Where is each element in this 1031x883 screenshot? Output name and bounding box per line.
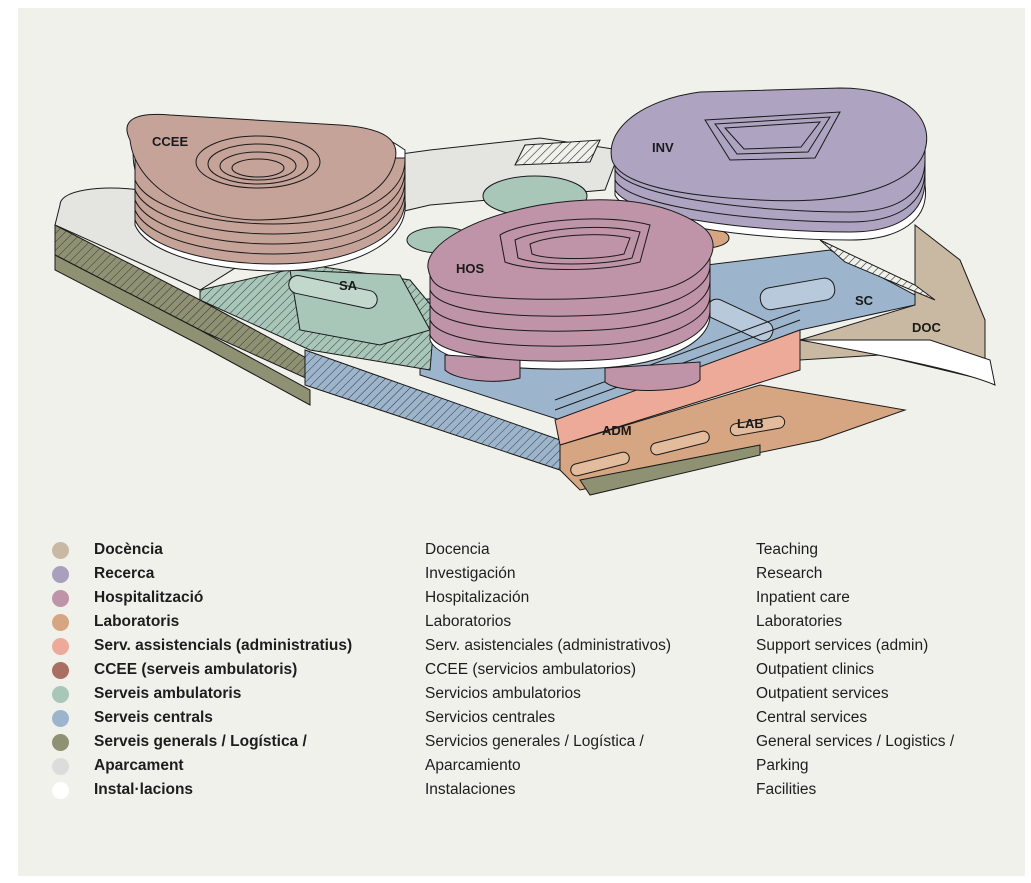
legend-label-en: Teaching — [756, 541, 819, 558]
legend-item-outpatient-services: Serveis ambulatoris Servicios ambulatori… — [52, 684, 1031, 708]
lab-olive-strip — [579, 444, 761, 496]
parking-ramp-hatched — [514, 139, 601, 166]
lab-slot-2 — [650, 430, 710, 456]
legend-item-general-services: Serveis generals / Logística / Servicios… — [52, 732, 1031, 756]
legend-swatch-icon — [52, 662, 69, 679]
legend-label-ca: Instal·lacions — [94, 781, 194, 798]
legend-label-es: Servicios ambulatorios — [425, 685, 581, 702]
legend-label-en: Facilities — [756, 781, 817, 798]
legend-label-es: Serv. asistenciales (administrativos) — [425, 637, 672, 654]
legend-label-es: Docencia — [425, 541, 490, 558]
hos-lower-drum-right — [604, 361, 701, 391]
legend-label-en: Outpatient clinics — [756, 661, 875, 678]
teaching-hatched-edge — [819, 239, 936, 301]
legend-label-en: Research — [756, 565, 823, 582]
legend-label-en: Outpatient services — [756, 685, 889, 702]
legend-item-teaching: Docència Docencia Teaching — [52, 540, 1031, 564]
zone-label-inv: INV — [652, 140, 674, 155]
zone-label-adm: ADM — [602, 423, 632, 438]
legend-swatch-icon — [52, 710, 69, 727]
legend-label-en: Central services — [756, 709, 868, 726]
zone-label-lab: LAB — [737, 416, 764, 431]
legend-label-es: Aparcamiento — [425, 757, 521, 774]
legend-swatch-icon — [52, 782, 69, 799]
legend-swatch-icon — [52, 566, 69, 583]
legend-item-support-admin: Serv. assistencials (administratius) Ser… — [52, 636, 1031, 660]
general-services-band — [54, 254, 311, 406]
facilities-curve — [799, 339, 996, 386]
legend-swatch-icon — [52, 542, 69, 559]
legend-label-es: Laboratorios — [425, 613, 512, 630]
legend-label-es: CCEE (servicios ambulatorios) — [425, 661, 637, 678]
legend-swatch-icon — [52, 638, 69, 655]
legend-swatch-icon — [52, 614, 69, 631]
lab-slot-3 — [729, 415, 786, 437]
legend-label-es: Hospitalización — [425, 589, 530, 606]
zone-label-ccee: CCEE — [152, 134, 188, 149]
legend-item-central-services: Serveis centrals Servicios centrales Cen… — [52, 708, 1031, 732]
legend-item-parking: Aparcament Aparcamiento Parking — [52, 756, 1031, 780]
legend-swatch-icon — [52, 758, 69, 775]
legend-item-outpatient-clinics: CCEE (serveis ambulatoris) CCEE (servici… — [52, 660, 1031, 684]
legend-label-en: Parking — [756, 757, 809, 774]
legend-item-research: Recerca Investigación Research — [52, 564, 1031, 588]
legend-label-ca: Serveis ambulatoris — [94, 685, 242, 702]
legend-label-es: Servicios centrales — [425, 709, 556, 726]
legend-label-es: Investigación — [425, 565, 516, 582]
legend-label-ca: Recerca — [94, 565, 155, 582]
zone-label-hos: HOS — [456, 261, 485, 276]
legend-label-ca: Hospitalització — [94, 589, 204, 606]
outpatient-slot — [288, 275, 378, 309]
legend-label-es: Instalaciones — [425, 781, 516, 798]
laboratories-block — [559, 384, 907, 491]
legend-label-en: Laboratories — [756, 613, 843, 630]
central-services-slot-1 — [759, 277, 836, 311]
legend-label-ca: Laboratoris — [94, 613, 180, 630]
legend-swatch-icon — [52, 686, 69, 703]
building-axonometric-diagram: CCEE INV HOS SA SC DOC ADM LAB — [54, 87, 996, 496]
hos-lower-drum-left — [444, 354, 521, 382]
legend-label-ca: Serveis centrals — [94, 709, 213, 726]
lab-slot-1 — [570, 451, 630, 477]
legend-item-laboratories: Laboratoris Laboratorios Laboratories — [52, 612, 1031, 636]
zone-label-sc: SC — [855, 293, 874, 308]
legend-item-facilities: Instal·lacions Instalaciones Facilities — [52, 780, 1031, 804]
legend-label-ca: CCEE (serveis ambulatoris) — [94, 661, 298, 678]
legend-label-en: Support services (admin) — [756, 637, 929, 654]
legend-label-ca: Docència — [94, 541, 163, 558]
legend-label-ca: Serv. assistencials (administratius) — [94, 637, 353, 654]
legend-label-en: Inpatient care — [756, 589, 850, 606]
zone-label-doc: DOC — [912, 320, 942, 335]
legend-item-inpatient: Hospitalització Hospitalización Inpatien… — [52, 588, 1031, 612]
legend-swatch-icon — [52, 590, 69, 607]
legend-label-es: Servicios generales / Logística / — [425, 733, 644, 750]
legend-label-ca: Serveis generals / Logística / — [94, 733, 307, 750]
legend-swatch-icon — [52, 734, 69, 751]
zone-label-sa: SA — [339, 278, 358, 293]
legend-label-ca: Aparcament — [94, 757, 184, 774]
legend-label-en: General services / Logistics / — [756, 733, 955, 750]
